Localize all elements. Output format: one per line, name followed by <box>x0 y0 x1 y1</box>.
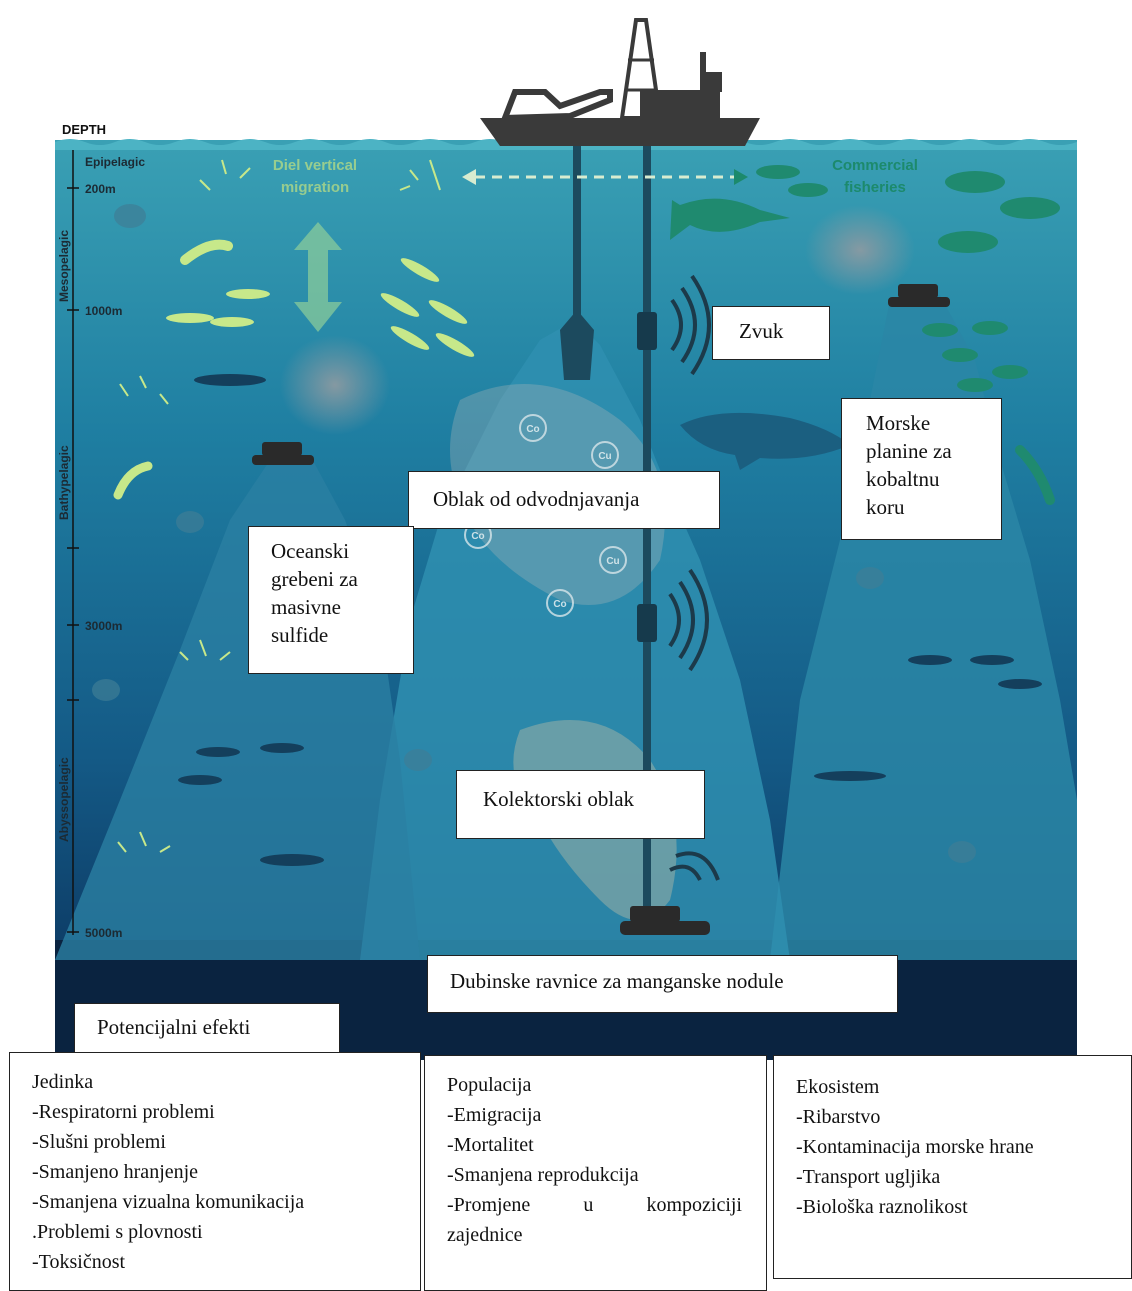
depth-3000m: 3000m <box>85 619 122 633</box>
plume-right <box>805 205 915 295</box>
collector-plume-callout: Kolektorski oblak <box>456 770 705 839</box>
element-co-1: Co <box>526 424 539 435</box>
ecosystem-effects-panel: Ekosistem -Ribarstvo -Kontaminacija mors… <box>773 1055 1132 1279</box>
individual-item: -Toksičnost <box>32 1247 420 1277</box>
population-item: zajednice <box>447 1220 742 1250</box>
pump-lower <box>637 604 657 642</box>
fisheries-label-line2: fisheries <box>844 179 906 196</box>
individual-title: Jedinka <box>32 1067 420 1097</box>
individual-item: .Problemi s plovnosti <box>32 1217 420 1247</box>
individual-item: -Respiratorni problemi <box>32 1097 420 1127</box>
seamounts-line3: kobaltnu <box>866 465 1001 493</box>
depth-200m: 200m <box>85 182 116 196</box>
ridges-line1: Oceanski <box>271 537 413 565</box>
potential-effects-label: Potencijalni efekti <box>97 1015 250 1039</box>
population-item: -Emigracija <box>447 1100 742 1130</box>
ocean-ridges-callout: Oceanski grebeni za masivne sulfide <box>248 526 414 674</box>
sound-callout: Zvuk <box>712 306 830 360</box>
ecosystem-item: -Biološka raznolikost <box>796 1192 1131 1222</box>
zone-abyssopelagic: Abyssopelagic <box>57 757 71 842</box>
dewatering-plume-label: Oblak od odvodnjavanja <box>433 487 639 511</box>
fisheries-label-line1: Commercial <box>832 157 918 174</box>
individual-item: -Slušni problemi <box>32 1127 420 1157</box>
riser-pipe-left <box>573 146 581 321</box>
element-co-2: Co <box>471 531 484 542</box>
population-item: -Smanjena reprodukcija <box>447 1160 742 1190</box>
population-item: -Promjene u kompoziciji <box>447 1190 742 1220</box>
ecosystem-item: -Transport ugljika <box>796 1162 1131 1192</box>
individual-effects-panel: Jedinka -Respiratorni problemi -Slušni p… <box>9 1052 421 1291</box>
population-item: -Mortalitet <box>447 1130 742 1160</box>
dewatering-plume-callout: Oblak od odvodnjavanja <box>408 471 720 529</box>
zone-mesopelagic: Mesopelagic <box>57 230 71 302</box>
seamounts-line4: koru <box>866 493 1001 521</box>
seamounts-line2: planine za <box>866 437 1001 465</box>
diel-migration-label-line2: migration <box>281 179 349 196</box>
element-co-3: Co <box>553 599 566 610</box>
sound-label: Zvuk <box>739 319 783 343</box>
element-cu-1: Cu <box>598 451 611 462</box>
zone-bathypelagic: Bathypelagic <box>57 445 71 520</box>
diel-migration-label-line1: Diel vertical <box>273 157 357 174</box>
individual-item: -Smanjeno hranjenje <box>32 1157 420 1187</box>
depth-1000m: 1000m <box>85 304 122 318</box>
depth-5000m: 5000m <box>85 926 122 940</box>
ecosystem-item: -Kontaminacija morske hrane <box>796 1132 1131 1162</box>
population-effects-panel: Populacija -Emigracija -Mortalitet -Sman… <box>424 1055 767 1291</box>
individual-item: -Smanjena vizualna komunikacija <box>32 1187 420 1217</box>
collector-plume-label: Kolektorski oblak <box>483 787 634 811</box>
ridges-line3: masivne <box>271 593 413 621</box>
abyssal-plains-callout: Dubinske ravnice za manganske nodule <box>427 955 898 1013</box>
pump-upper <box>637 312 657 350</box>
ridges-line2: grebeni za <box>271 565 413 593</box>
potential-effects-callout: Potencijalni efekti <box>74 1003 340 1053</box>
ecosystem-title: Ekosistem <box>796 1072 1131 1102</box>
population-title: Populacija <box>447 1070 742 1100</box>
zone-epipelagic: Epipelagic <box>85 155 145 169</box>
abyssal-plains-label: Dubinske ravnice za manganske nodule <box>450 969 784 993</box>
element-cu-2: Cu <box>606 556 619 567</box>
seamounts-callout: Morske planine za kobaltnu koru <box>841 398 1002 540</box>
depth-title: DEPTH <box>62 122 106 137</box>
seamounts-line1: Morske <box>866 409 1001 437</box>
ridges-line4: sulfide <box>271 621 413 649</box>
plume-left <box>280 335 390 435</box>
ecosystem-item: -Ribarstvo <box>796 1102 1131 1132</box>
